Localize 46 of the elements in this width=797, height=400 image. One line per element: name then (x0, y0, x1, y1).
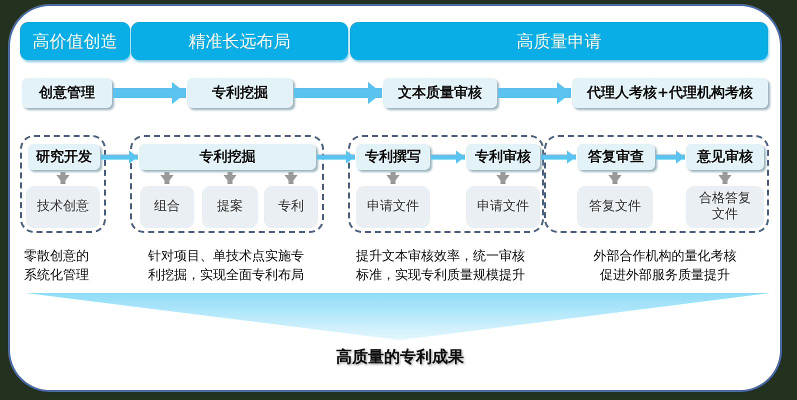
arrow (284, 172, 298, 184)
description-text: 针对项目、单技术点实施专利挖掘，实现全面专利布局 (148, 248, 305, 285)
arrow (294, 82, 382, 104)
arrow (608, 172, 622, 184)
dashed-group-box (348, 135, 544, 233)
arrow (224, 172, 236, 184)
dashed-group-box (20, 135, 106, 233)
arrow (496, 172, 510, 184)
output-box: 提案 (202, 186, 258, 228)
dashed-group-box (544, 135, 769, 233)
process-box: 创意管理 (22, 78, 112, 108)
description-text: 提升文本审核效率，统一审核标准，实现专利质量规模提升 (356, 248, 526, 285)
output-box: 组合 (140, 186, 194, 228)
description-text: 零散创意的系统化管理 (24, 248, 90, 285)
process-box: 意见审核 (686, 144, 764, 170)
arrow (386, 172, 400, 184)
process-box: 代理人考核+代理机构考核 (572, 78, 768, 108)
process-box: 答复审查 (577, 144, 655, 170)
output-box: 专利 (264, 186, 318, 228)
output-box: 申请文件 (466, 186, 540, 228)
process-box: 专利挖掘 (187, 78, 293, 108)
arrow (160, 172, 174, 184)
output-box: 申请文件 (356, 186, 430, 228)
output-box: 技术创意 (26, 186, 100, 228)
process-box: 专利挖掘 (139, 144, 316, 170)
arrow (56, 172, 70, 184)
process-box: 研究开发 (28, 144, 100, 170)
column-header: 高价值创造 (20, 22, 130, 60)
arrow (498, 82, 571, 104)
arrow (431, 150, 465, 164)
output-box: 答复文件 (577, 186, 653, 228)
arrow (656, 150, 685, 164)
description-text: 外部合作机构的量化考核促进外部服务质量提升 (592, 248, 738, 285)
column-header: 精准长远布局 (131, 22, 348, 60)
arrow (101, 150, 138, 164)
process-box: 专利审核 (466, 144, 540, 170)
process-box: 文本质量审核 (383, 78, 497, 108)
output-box: 合格答复文件 (686, 186, 764, 228)
process-box: 专利撰写 (356, 144, 430, 170)
arrow (718, 172, 732, 184)
arrow (113, 82, 186, 104)
dashed-group-box (130, 135, 324, 233)
result-text: 高质量的专利成果 (335, 347, 465, 366)
arrow (541, 150, 576, 164)
arrow (317, 150, 355, 164)
column-header: 高质量申请 (350, 22, 768, 60)
